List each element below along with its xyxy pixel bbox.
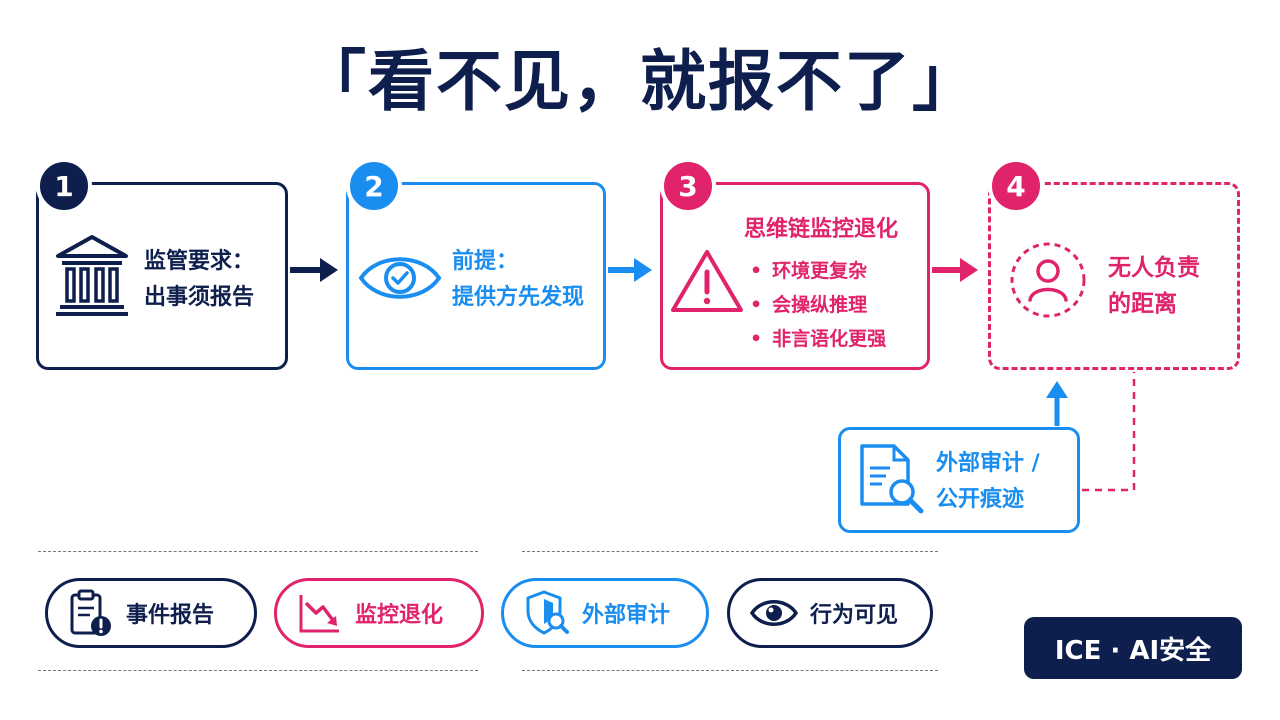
step-1-badge: 1 bbox=[36, 158, 92, 214]
shield-search-icon bbox=[526, 590, 569, 635]
step-2-badge: 2 bbox=[346, 158, 402, 214]
step-2-text: 前提： 提供方先发现 bbox=[452, 244, 584, 316]
audit-line-2: 公开痕迹 bbox=[936, 487, 1025, 512]
arrow-1-2-head bbox=[320, 258, 338, 282]
brand-badge: ICE · AI安全 bbox=[1024, 617, 1242, 679]
step-1-card bbox=[36, 182, 288, 370]
person-icon bbox=[1010, 242, 1086, 318]
step-2-card bbox=[346, 182, 606, 370]
audit-text: 外部审计 / 公开痕迹 bbox=[936, 446, 1040, 518]
step-4-line-1: 无人负责 bbox=[1108, 255, 1200, 281]
legend-incident-report-label: 事件报告 bbox=[126, 603, 215, 628]
legend-monitor-degradation-label: 监控退化 bbox=[355, 603, 444, 628]
arrow-audit-up-head bbox=[1046, 381, 1068, 398]
step-4-badge: 4 bbox=[988, 158, 1044, 214]
step-4-text: 无人负责 的距离 bbox=[1108, 250, 1200, 322]
step-4-card bbox=[988, 182, 1240, 370]
legend-behavior-visible-label: 行为可见 bbox=[810, 603, 899, 628]
step-1-line-2: 出事须报告 bbox=[144, 285, 255, 310]
page-title: 「看不见，就报不了」 bbox=[300, 43, 980, 120]
divider-top-left bbox=[38, 551, 478, 552]
step-3-bullet-2: 会操纵推理 bbox=[750, 288, 886, 322]
step-1-text: 监管要求： 出事须报告 bbox=[144, 244, 254, 316]
bank-building-icon bbox=[56, 235, 128, 316]
audit-dashed-link bbox=[1082, 372, 1136, 492]
legend-external-audit-label: 外部审计 bbox=[582, 603, 671, 628]
audit-line-1: 外部审计 / bbox=[936, 451, 1040, 476]
divider-top-right bbox=[522, 551, 938, 552]
eye-check-icon bbox=[358, 257, 442, 299]
eye-icon bbox=[750, 600, 798, 626]
warning-triangle-icon bbox=[671, 250, 743, 312]
arrow-3-4-head bbox=[960, 258, 978, 282]
step-4-line-2: 的距离 bbox=[1108, 291, 1177, 317]
legend-behavior-visible: 行为可见 bbox=[727, 578, 933, 648]
step-3-badge: 3 bbox=[660, 158, 716, 214]
legend-monitor-degradation: 监控退化 bbox=[274, 578, 484, 648]
divider-bottom-right bbox=[522, 670, 938, 671]
document-search-icon bbox=[860, 444, 924, 514]
legend-incident-report: 事件报告 bbox=[45, 578, 257, 648]
trend-down-icon bbox=[299, 595, 339, 633]
legend-external-audit: 外部审计 bbox=[501, 578, 709, 648]
step-3-heading: 思维链监控退化 bbox=[744, 217, 899, 242]
step-2-line-2: 提供方先发现 bbox=[452, 285, 585, 310]
step-3-bullets: 环境更复杂 会操纵推理 非言语化更强 bbox=[750, 254, 886, 356]
step-3-bullet-3: 非言语化更强 bbox=[750, 322, 886, 356]
step-2-line-1: 前提： bbox=[452, 249, 519, 274]
step-1-line-1: 监管要求： bbox=[144, 249, 255, 274]
step-3-bullet-1: 环境更复杂 bbox=[750, 254, 886, 288]
clipboard-alert-icon bbox=[70, 589, 111, 636]
arrow-2-3-head bbox=[634, 258, 652, 282]
divider-bottom-left bbox=[38, 670, 478, 671]
